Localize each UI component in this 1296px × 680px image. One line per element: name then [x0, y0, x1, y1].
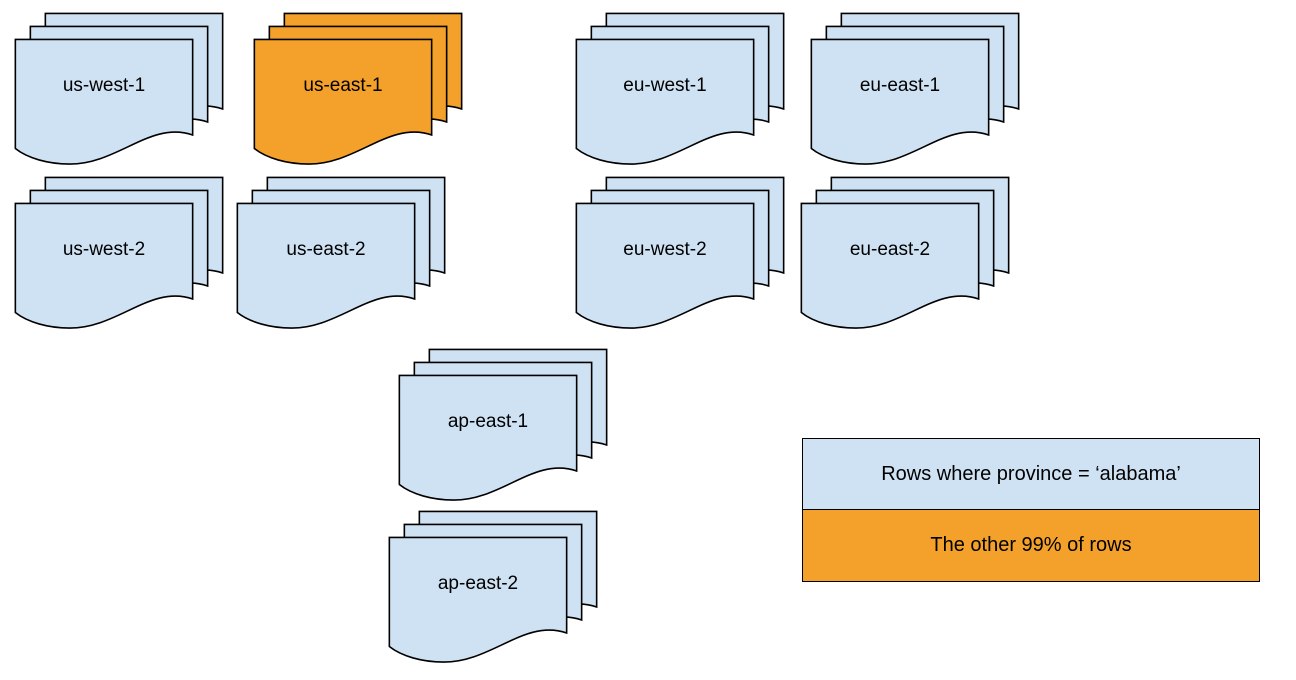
doc-stack-ap-east-1: ap-east-1 — [398, 348, 610, 506]
document-page-icon — [575, 38, 755, 166]
document-page-icon — [236, 202, 416, 330]
document-page-icon — [253, 38, 433, 166]
doc-stack-us-east-2: us-east-2 — [236, 176, 448, 334]
document-page-icon — [14, 202, 194, 330]
document-page-icon — [388, 536, 568, 664]
legend-item-other-rows: The other 99% of rows — [803, 510, 1259, 581]
doc-stack-ap-east-2: ap-east-2 — [388, 510, 600, 668]
document-page-icon — [800, 202, 980, 330]
doc-stack-eu-west-2: eu-west-2 — [575, 176, 787, 334]
doc-stack-eu-west-1: eu-west-1 — [575, 12, 787, 170]
doc-stack-eu-east-2: eu-east-2 — [800, 176, 1012, 334]
legend-item-province-rows: Rows where province = ‘alabama’ — [803, 439, 1259, 510]
document-page-icon — [398, 374, 578, 502]
doc-stack-us-east-1: us-east-1 — [253, 12, 465, 170]
doc-stack-us-west-2: us-west-2 — [14, 176, 226, 334]
doc-stack-us-west-1: us-west-1 — [14, 12, 226, 170]
legend: Rows where province = ‘alabama’ The othe… — [802, 438, 1260, 582]
document-page-icon — [810, 38, 990, 166]
document-page-icon — [14, 38, 194, 166]
document-page-icon — [575, 202, 755, 330]
doc-stack-eu-east-1: eu-east-1 — [810, 12, 1022, 170]
